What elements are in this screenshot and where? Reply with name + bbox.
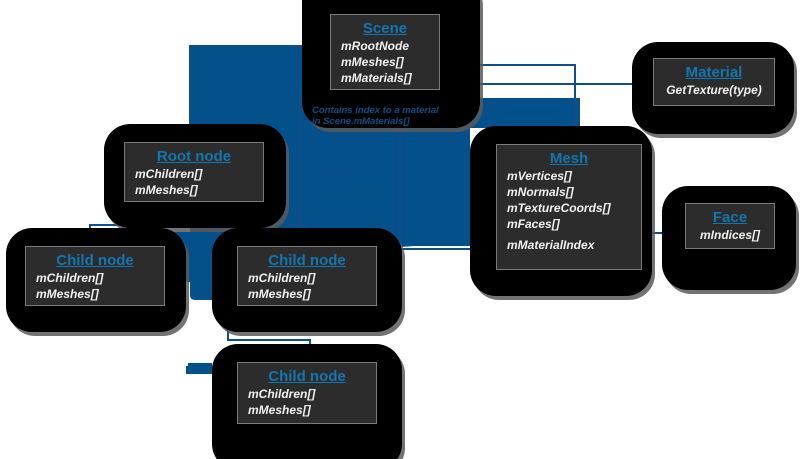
node-child-node-middle-title: Child node: [268, 252, 346, 269]
annotation-mesh-index-line2: index to: [312, 176, 349, 187]
node-root-node-field-mmeshes[interactable]: mMeshes[]: [135, 183, 198, 197]
node-child-node-left[interactable]: Child node mChildren[] mMeshes[]: [25, 246, 165, 306]
node-mesh-field-mvertices[interactable]: mVertices[]: [507, 169, 572, 183]
node-scene-title: Scene: [362, 20, 408, 37]
node-child-node-left-field-mchildren[interactable]: mChildren[]: [36, 271, 104, 285]
node-face[interactable]: Face mIndices[]: [685, 203, 775, 249]
node-scene[interactable]: Scene mRootNode mMeshes[] mMaterials[]: [330, 14, 440, 90]
annotation-material-index-line1: Contains index to a material: [312, 105, 439, 116]
node-child-node-left-field-mmeshes[interactable]: mMeshes[]: [36, 287, 99, 301]
node-child-node-bottom-title: Child node: [268, 368, 346, 385]
annotation-mesh-index: Contains index to Scene.mMeshes[]: [312, 165, 392, 198]
node-mesh-field-mmaterialindex[interactable]: mMaterialIndex: [507, 238, 595, 252]
node-material[interactable]: Material GetTexture(type): [653, 58, 775, 106]
node-child-node-left-title: Child node: [56, 252, 134, 269]
node-mesh[interactable]: Mesh mVertices[] mNormals[] mTextureCoor…: [496, 144, 642, 270]
node-face-title: Face: [712, 209, 748, 226]
node-child-node-bottom-field-mchildren[interactable]: mChildren[]: [248, 387, 316, 401]
blue-nub-under-root: [188, 363, 212, 373]
annotation-mesh-index-line1: Contains: [312, 165, 353, 176]
node-material-title: Material: [685, 64, 743, 81]
node-root-node[interactable]: Root node mChildren[] mMeshes[]: [124, 142, 264, 202]
node-scene-field-mmeshes[interactable]: mMeshes[]: [341, 55, 404, 69]
node-child-node-bottom-field-mmeshes[interactable]: mMeshes[]: [248, 403, 311, 417]
node-mesh-title: Mesh: [549, 150, 589, 167]
node-child-node-bottom[interactable]: Child node mChildren[] mMeshes[]: [237, 362, 377, 424]
node-material-field-gettexture[interactable]: GetTexture(type): [666, 83, 762, 97]
node-child-node-middle-field-mchildren[interactable]: mChildren[]: [248, 271, 316, 285]
annotation-material-index: Contains index to a material in Scene.mM…: [312, 105, 439, 127]
annotation-mesh-index-line3: Scene.mMeshes[]: [312, 187, 393, 198]
node-mesh-field-mnormals[interactable]: mNormals[]: [507, 185, 574, 199]
node-root-node-field-mchildren[interactable]: mChildren[]: [135, 167, 203, 181]
node-mesh-field-mfaces[interactable]: mFaces[]: [507, 217, 560, 231]
node-mesh-field-mtexturecoords[interactable]: mTextureCoords[]: [507, 201, 611, 215]
node-face-field-mindices[interactable]: mIndices[]: [699, 228, 760, 242]
annotation-material-index-line2: in Scene.mMaterials[]: [312, 116, 410, 127]
node-child-node-middle-field-mmeshes[interactable]: mMeshes[]: [248, 287, 311, 301]
node-scene-field-mrootnode[interactable]: mRootNode: [341, 39, 409, 53]
node-scene-field-mmaterials[interactable]: mMaterials[]: [341, 71, 412, 85]
node-child-node-middle[interactable]: Child node mChildren[] mMeshes[]: [237, 246, 377, 306]
node-root-node-title: Root node: [156, 148, 232, 165]
